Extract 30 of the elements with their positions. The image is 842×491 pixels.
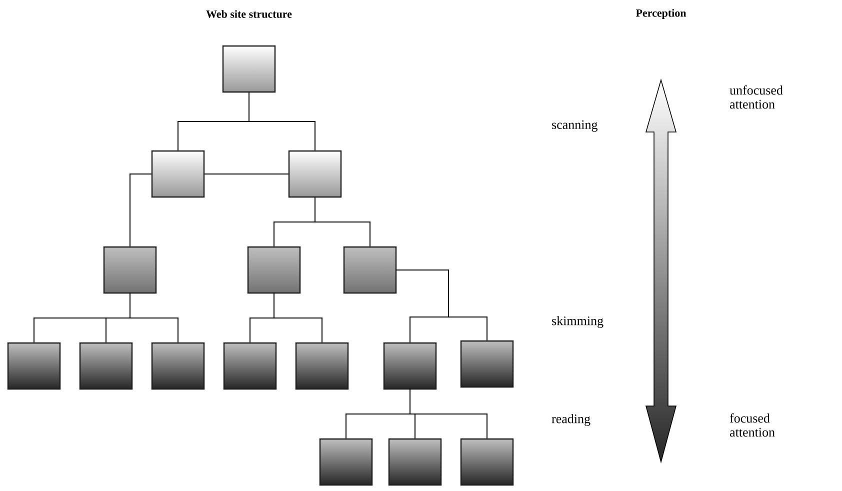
connector-line xyxy=(274,293,322,343)
heading: Web site structure xyxy=(206,10,292,18)
page-box xyxy=(151,342,205,390)
connector-line xyxy=(248,92,316,151)
page-box xyxy=(288,150,342,198)
page-box xyxy=(223,342,277,390)
page-box xyxy=(383,342,437,390)
level-label: skimming xyxy=(552,316,604,328)
level-label: scanning xyxy=(552,120,598,132)
page-box xyxy=(388,438,442,486)
page-box xyxy=(319,438,373,486)
connector-line xyxy=(314,197,370,247)
page-box xyxy=(295,342,349,390)
connector-line xyxy=(396,270,488,341)
heading: Perception xyxy=(636,9,686,19)
page-box xyxy=(103,246,157,294)
page-box xyxy=(7,342,61,390)
page-box xyxy=(343,246,397,294)
connector-line xyxy=(130,174,152,247)
pole-label: unfocused attention xyxy=(730,85,783,109)
level-label: reading xyxy=(552,414,590,426)
page-box xyxy=(151,150,205,198)
page-box xyxy=(79,342,133,390)
page-box xyxy=(247,246,301,294)
pole-label: focused attention xyxy=(730,413,775,437)
page-box xyxy=(460,340,514,388)
connector-line xyxy=(130,293,178,343)
page-box xyxy=(460,438,514,486)
page-box xyxy=(222,45,276,93)
connector-line xyxy=(410,389,488,439)
